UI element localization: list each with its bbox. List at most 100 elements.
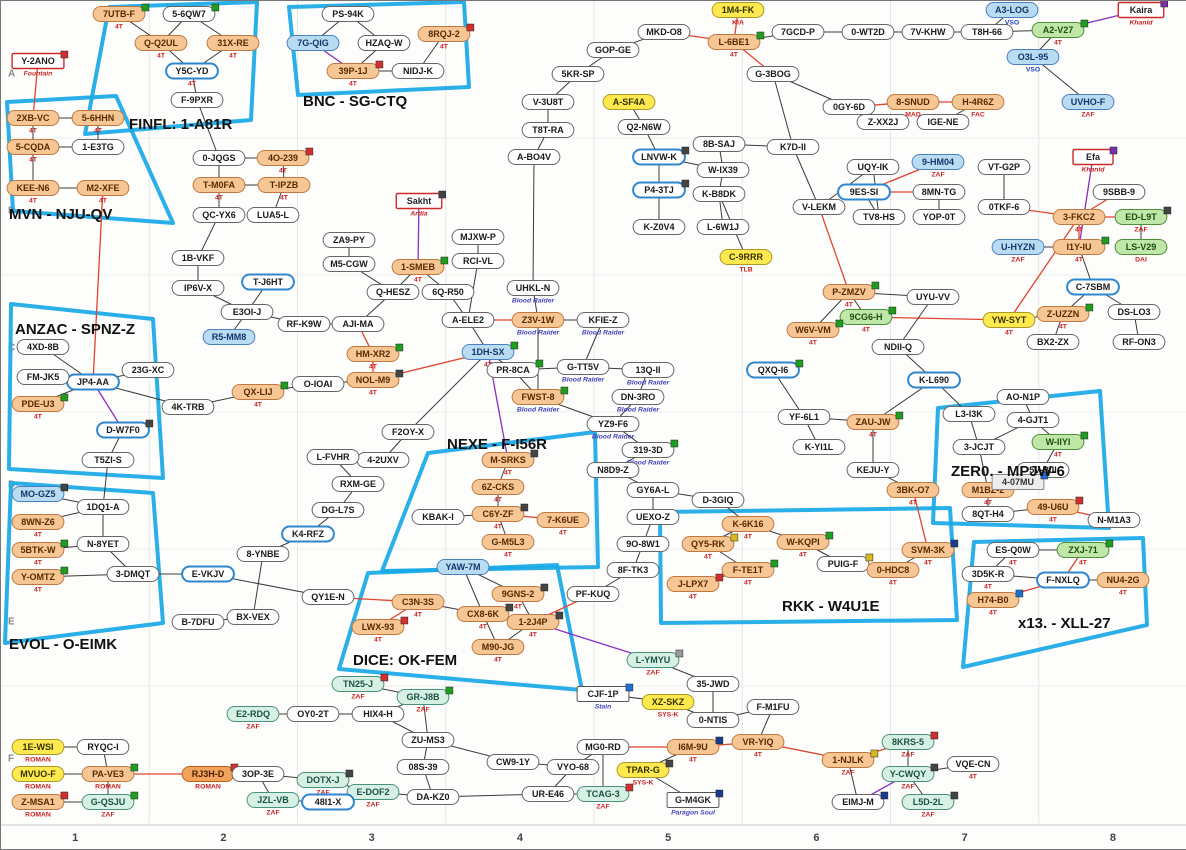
- system-node[interactable]: 5KR-SP: [551, 66, 605, 82]
- system-node-shape[interactable]: [1087, 512, 1141, 528]
- system-node-shape[interactable]: [901, 24, 955, 40]
- system-node-shape[interactable]: [171, 614, 225, 630]
- system-node-shape[interactable]: [911, 154, 965, 170]
- system-node[interactable]: V-3U8T: [521, 94, 575, 110]
- system-node-shape[interactable]: [351, 619, 405, 635]
- system-node[interactable]: F-M1FU: [746, 699, 800, 715]
- system-node-shape[interactable]: [721, 562, 775, 578]
- system-node-shape[interactable]: [777, 409, 831, 425]
- system-node-shape[interactable]: [536, 512, 590, 528]
- system-node[interactable]: 9ES-SI: [837, 183, 891, 201]
- system-node-shape[interactable]: [871, 339, 925, 355]
- system-node[interactable]: A-ELE2: [441, 312, 495, 328]
- system-node[interactable]: 3-JCJT: [952, 439, 1006, 455]
- system-node[interactable]: VT-G2P: [977, 159, 1031, 175]
- system-node[interactable]: NDII-Q: [871, 339, 925, 355]
- system-node[interactable]: 0-NTIS: [686, 712, 740, 728]
- system-node[interactable]: GY6A-L: [626, 482, 680, 498]
- system-node[interactable]: T8H-66: [960, 24, 1014, 40]
- system-node[interactable]: 48I1-X: [301, 793, 355, 811]
- system-node-shape[interactable]: [626, 509, 680, 525]
- system-node-shape[interactable]: [306, 449, 360, 465]
- system-node-shape[interactable]: [985, 2, 1039, 18]
- system-node-shape[interactable]: [856, 114, 910, 130]
- system-node-shape[interactable]: [277, 316, 331, 332]
- system-node[interactable]: 9CG6-H4T: [839, 306, 897, 334]
- system-node-shape[interactable]: [71, 139, 125, 155]
- system-node-shape[interactable]: [346, 346, 400, 362]
- system-node-shape[interactable]: [81, 766, 135, 782]
- system-node[interactable]: P4-3TJ: [632, 179, 690, 199]
- system-node[interactable]: 3D5K-R4T: [961, 566, 1015, 591]
- system-node-shape[interactable]: [1092, 184, 1146, 200]
- system-node-shape[interactable]: [71, 110, 125, 126]
- system-node-shape[interactable]: [621, 442, 675, 458]
- system-node[interactable]: 5BTK-W4T: [11, 539, 69, 567]
- system-node-shape[interactable]: [586, 416, 640, 432]
- system-node[interactable]: 8MN-TG: [912, 184, 966, 200]
- system-node-shape[interactable]: [76, 536, 130, 552]
- system-node[interactable]: 9O-8W1: [616, 536, 670, 552]
- system-node-shape[interactable]: [886, 94, 940, 110]
- system-node-shape[interactable]: [6, 110, 60, 126]
- system-node-shape[interactable]: [1036, 571, 1090, 589]
- system-node-shape[interactable]: [1061, 94, 1115, 110]
- system-node-shape[interactable]: [381, 424, 435, 440]
- system-node-shape[interactable]: [226, 609, 280, 625]
- system-node-shape[interactable]: [616, 536, 670, 552]
- system-node-shape[interactable]: [521, 94, 575, 110]
- system-node-shape[interactable]: [391, 259, 445, 275]
- system-node[interactable]: KEJU-Y: [846, 462, 900, 478]
- system-node-shape[interactable]: [641, 694, 695, 710]
- system-node-shape[interactable]: [441, 312, 495, 328]
- system-node-shape[interactable]: [831, 794, 885, 810]
- system-node-shape[interactable]: [846, 462, 900, 478]
- system-node-shape[interactable]: [11, 396, 65, 412]
- system-node[interactable]: RF-ON3: [1112, 334, 1166, 350]
- system-node-shape[interactable]: [707, 34, 761, 50]
- system-node-shape[interactable]: [852, 209, 906, 225]
- system-node[interactable]: R5-MM8: [202, 329, 256, 345]
- system-node[interactable]: A-SF4A: [602, 94, 656, 110]
- system-node-shape[interactable]: [81, 794, 135, 810]
- system-node-shape[interactable]: [162, 6, 216, 22]
- system-node[interactable]: 9SBB-9: [1092, 184, 1146, 200]
- system-node[interactable]: C-7SBM: [1066, 278, 1120, 296]
- system-node-shape[interactable]: [721, 516, 775, 532]
- system-node[interactable]: MKD-O8: [637, 24, 691, 40]
- system-node-shape[interactable]: [331, 676, 385, 692]
- system-node-shape[interactable]: [766, 139, 820, 155]
- system-node[interactable]: YOP-0T: [912, 209, 966, 225]
- system-node[interactable]: 7GCD-P: [771, 24, 825, 40]
- system-node-shape[interactable]: [11, 514, 65, 530]
- system-node-shape[interactable]: [202, 329, 256, 345]
- system-node-shape[interactable]: [296, 772, 350, 788]
- system-node[interactable]: MO-GZ5: [11, 483, 69, 502]
- system-node-shape[interactable]: [76, 739, 130, 755]
- system-node-shape[interactable]: [192, 150, 246, 166]
- system-node-shape[interactable]: [912, 184, 966, 200]
- system-node-shape[interactable]: [866, 562, 920, 578]
